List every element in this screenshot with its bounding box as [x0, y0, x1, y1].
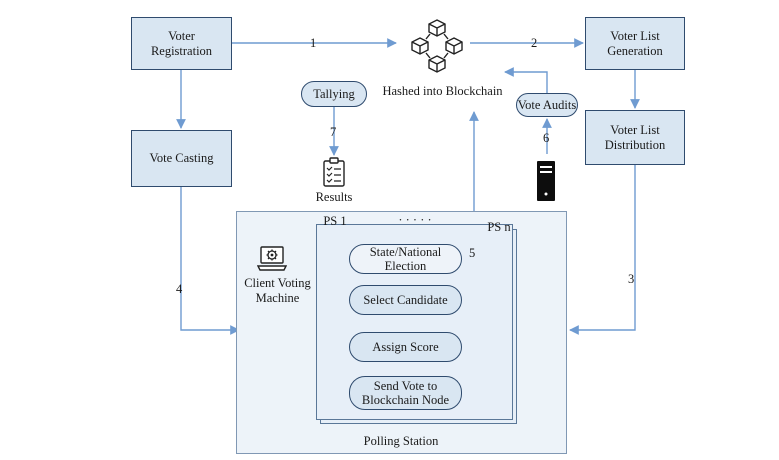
edge-4-vote-casting-to-polling-station: [180, 187, 240, 335]
edge-label-1: 1: [310, 36, 317, 50]
tallying-node: Tallying: [301, 81, 367, 107]
assign-score-node: Assign Score: [349, 332, 462, 362]
hashed-into-blockchain-label: Hashed into Blockchain: [382, 84, 503, 98]
edge-vote-audits-to-blockchain: [504, 67, 548, 93]
edge-label-7: 7: [330, 125, 337, 139]
vote-casting-box: Vote Casting: [131, 130, 232, 187]
laptop-gear-icon: [257, 246, 287, 271]
clipboard-icon: [323, 157, 345, 187]
state-national-election-node: State/National Election: [349, 244, 462, 274]
voter-list-distribution-box: Voter List Distribution: [585, 110, 685, 165]
voter-registration-box: Voter Registration: [131, 17, 232, 70]
edge-label-6: 6: [543, 131, 550, 145]
select-candidate-node: Select Candidate: [349, 285, 462, 315]
client-voting-machine-label: Client Voting Machine: [244, 276, 311, 305]
ps-dots-label: · · · · ·: [398, 213, 432, 227]
edge-label-5: 5: [469, 246, 476, 260]
edge-label-2: 2: [531, 36, 538, 50]
voter-list-generation-box: Voter List Generation: [585, 17, 685, 70]
edge-label-4: 4: [176, 282, 183, 296]
blockchain-icon: [411, 19, 463, 73]
ps-n-label: PS n: [487, 220, 511, 234]
edge-label-3: 3: [628, 272, 635, 286]
polling-station-label: Polling Station: [363, 434, 439, 448]
send-vote-node: Send Vote to Blockchain Node: [349, 376, 462, 410]
edge-3-distribution-to-polling-station: [569, 165, 636, 335]
vote-audits-node: Vote Audits: [516, 93, 578, 117]
server-icon: [537, 161, 555, 201]
ps-1-label: PS 1: [323, 214, 347, 228]
results-label: Results: [315, 190, 353, 204]
